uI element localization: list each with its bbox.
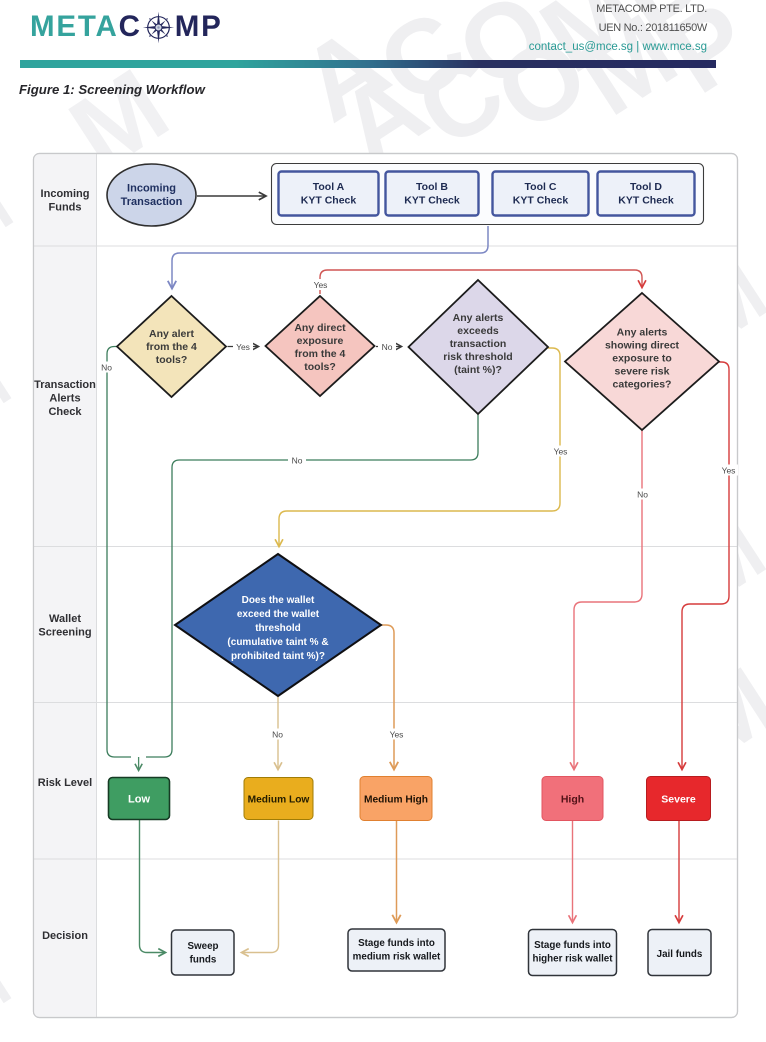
svg-text:No: No	[382, 342, 393, 352]
svg-text:High: High	[561, 794, 584, 806]
svg-text:Yes: Yes	[722, 466, 736, 476]
svg-text:Yes: Yes	[236, 342, 250, 352]
svg-text:No: No	[637, 490, 648, 500]
svg-text:Yes: Yes	[314, 280, 328, 290]
svg-text:Medium Low: Medium Low	[248, 795, 310, 806]
svg-text:Yes: Yes	[390, 730, 404, 740]
svg-text:No: No	[292, 456, 303, 466]
svg-text:No: No	[272, 730, 283, 740]
svg-text:Yes: Yes	[554, 447, 568, 457]
svg-text:Decision: Decision	[42, 930, 88, 942]
svg-text:No: No	[101, 363, 112, 373]
svg-text:Jail funds: Jail funds	[657, 949, 703, 960]
svg-text:Severe: Severe	[661, 794, 696, 806]
svg-text:Risk Level: Risk Level	[38, 777, 92, 789]
svg-text:Medium High: Medium High	[364, 795, 428, 806]
svg-text:Low: Low	[128, 794, 150, 806]
